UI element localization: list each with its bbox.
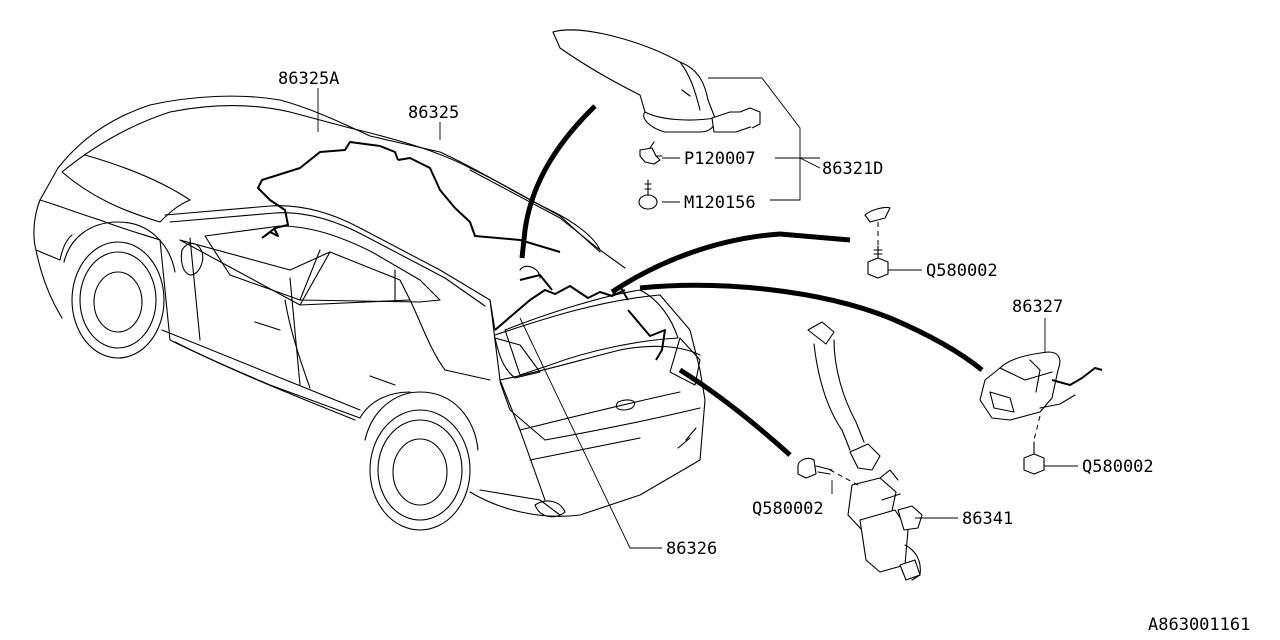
clip-icon [639,141,663,165]
amplifier-86341 [797,321,923,581]
label-86327: 86327 [1012,297,1063,317]
shark-fin-antenna [552,29,761,133]
label-86325: 86325 [408,103,459,123]
leader-lines [317,77,1078,549]
label-q580002-right: Q580002 [1082,457,1154,477]
connector-lines [519,104,984,457]
harness-86325 [397,157,561,253]
antenna-module-86327 [979,351,1103,475]
figure-code: A863001161 [1148,615,1250,635]
label-86326: 86326 [666,539,717,559]
label-p120007: P120007 [684,149,756,169]
label-86325a: 86325A [278,69,339,89]
harness-86325a [257,141,399,239]
label-q580002-lower: Q580002 [752,499,824,519]
screw-icon [638,179,658,210]
part-labels: 86325A 86325 P120007 M120156 86321D Q580… [278,69,1250,635]
label-86341: 86341 [962,509,1013,529]
bolt-icon-upper [864,206,891,279]
vehicle-outline [33,95,706,531]
label-86321d: 86321D [822,159,883,179]
label-m120156: M120156 [684,193,756,213]
label-q580002-upper: Q580002 [926,261,998,281]
